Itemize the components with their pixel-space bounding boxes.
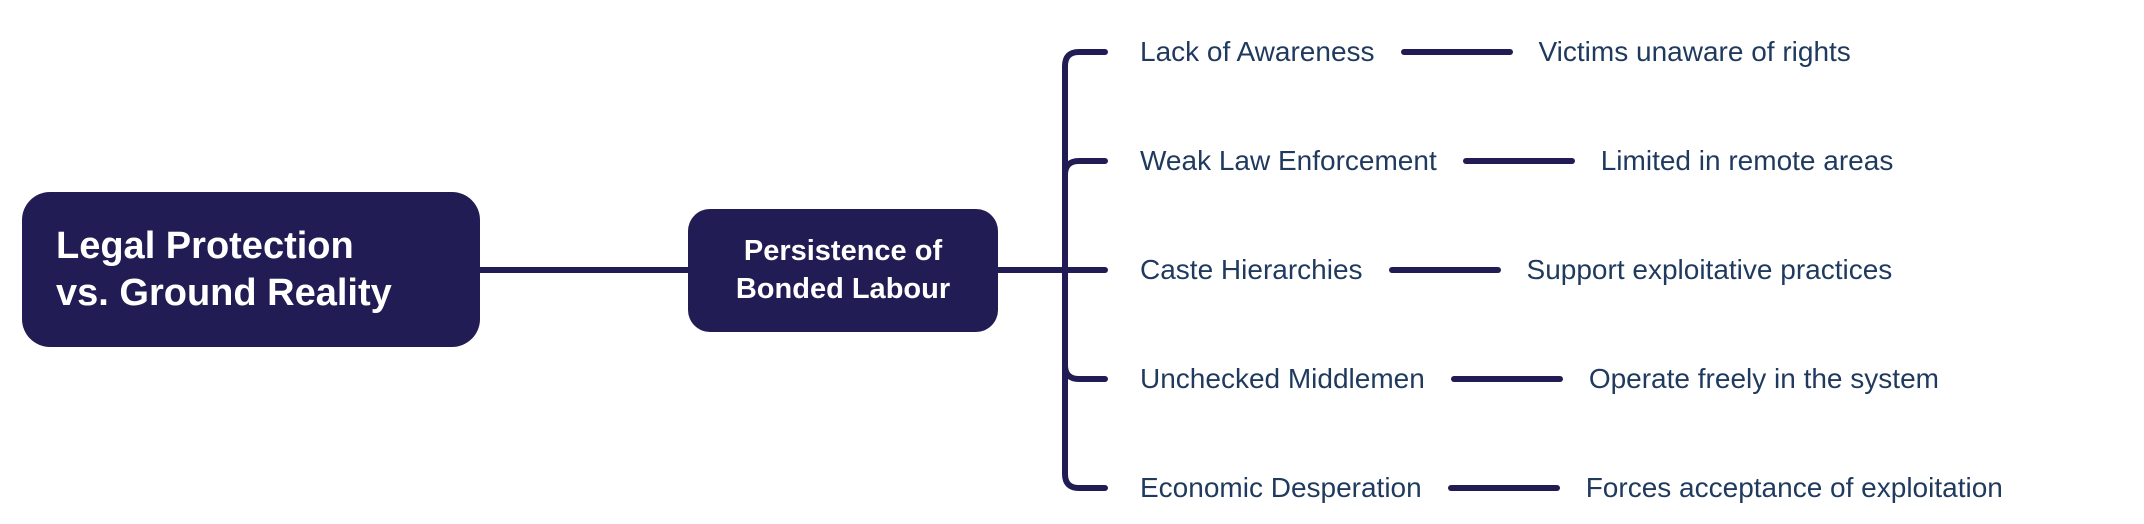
- branch-label[interactable]: Economic Desperation: [1140, 472, 1422, 503]
- branch-row: Economic Desperation Forces acceptance o…: [1140, 466, 2003, 510]
- branch-row: Lack of Awareness Victims unaware of rig…: [1140, 30, 1851, 74]
- root-node-line-1: Legal Protection: [56, 225, 354, 268]
- parent-node[interactable]: Persistence of Bonded Labour: [688, 209, 998, 332]
- connector-trunk-to-branch-4: [1062, 362, 1108, 382]
- branch-description[interactable]: Operate freely in the system: [1588, 363, 1939, 394]
- branch-row: Caste Hierarchies Support exploitative p…: [1140, 248, 1892, 292]
- branch-dash-line: [1447, 485, 1560, 491]
- connector-trunk-to-branch-2: [1062, 158, 1108, 178]
- branch-description[interactable]: Limited in remote areas: [1600, 145, 1894, 176]
- branch-label[interactable]: Lack of Awareness: [1140, 36, 1375, 67]
- branch-description[interactable]: Support exploitative practices: [1526, 254, 1893, 285]
- branch-label[interactable]: Caste Hierarchies: [1140, 254, 1363, 285]
- branch-label[interactable]: Weak Law Enforcement: [1140, 145, 1437, 176]
- branch-row: Unchecked Middlemen Operate freely in th…: [1140, 357, 1939, 401]
- root-node[interactable]: Legal Protection vs. Ground Reality: [22, 192, 480, 347]
- branch-dash-line: [1462, 158, 1575, 164]
- branch-dash-line: [1400, 49, 1513, 55]
- branch-label[interactable]: Unchecked Middlemen: [1140, 363, 1425, 394]
- branch-dash-line: [1450, 376, 1563, 382]
- parent-node-line-2: Bonded Labour: [735, 272, 951, 305]
- branch-trunk-line: [1062, 49, 1108, 491]
- parent-node-line-1: Persistence of: [743, 234, 943, 267]
- branch-description[interactable]: Victims unaware of rights: [1538, 36, 1851, 67]
- branch-description[interactable]: Forces acceptance of exploitation: [1585, 472, 2003, 503]
- root-node-line-2: vs. Ground Reality: [56, 271, 392, 314]
- branch-row: Weak Law Enforcement Limited in remote a…: [1140, 139, 1893, 183]
- branch-dash-line: [1388, 267, 1501, 273]
